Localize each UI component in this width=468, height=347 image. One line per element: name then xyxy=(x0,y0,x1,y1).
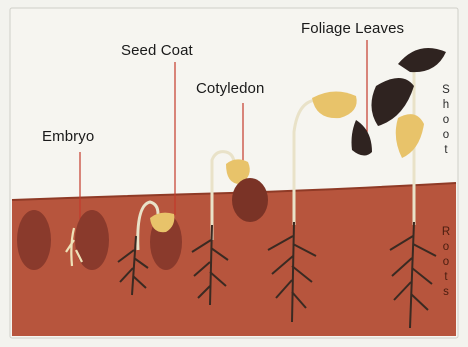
seed-icon xyxy=(75,210,109,270)
label-foliage-leaves: Foliage Leaves xyxy=(301,20,404,37)
seed-icon xyxy=(17,210,51,270)
label-embryo: Embryo xyxy=(42,128,94,145)
label-seed-coat: Seed Coat xyxy=(121,42,193,59)
seed-coat-shell xyxy=(232,178,268,222)
side-label-shoot: Shoot xyxy=(440,84,452,159)
label-cotyledon: Cotyledon xyxy=(196,80,264,97)
stage-1-seed xyxy=(17,210,51,270)
side-label-roots: Roots xyxy=(440,226,452,301)
